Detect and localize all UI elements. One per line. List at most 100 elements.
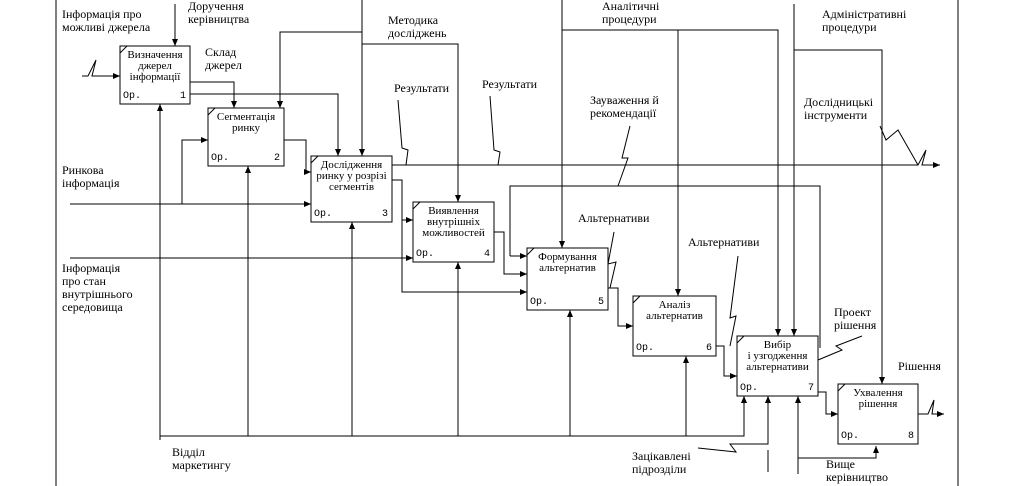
arrow-analitychni-b7 (678, 29, 781, 336)
box-op: Ор. (314, 209, 332, 220)
label-line: Ринкова (62, 163, 104, 177)
box-corner-mark (310, 155, 319, 164)
label-line: Дослідницькі (804, 95, 874, 109)
box-title-line: Формування (538, 251, 597, 263)
arrow-b7-b8 (818, 391, 838, 417)
box-title-line: альтернативи (746, 361, 809, 373)
box-frame (310, 155, 393, 223)
box-frame (119, 45, 191, 105)
box-number: 8 (908, 431, 914, 442)
connectors (70, 0, 944, 474)
arrow-zatsikavleni (697, 396, 771, 453)
box-corner-mark (736, 335, 745, 344)
box-title-line: Сегментація (217, 111, 275, 123)
label-line: Інформація про (62, 7, 142, 21)
box-op: Ор. (841, 431, 859, 442)
box-frame (632, 295, 717, 357)
label-line: Доручення (188, 0, 244, 13)
label-line: Інформація (62, 261, 121, 275)
box-title-line: ринку у розрізі (316, 170, 386, 182)
label-alternatyvy2: Альтернативи (688, 235, 760, 249)
box-title-line: альтернатив (539, 262, 596, 274)
arrow-b2-b3 (284, 139, 311, 175)
label-line: Склад (205, 45, 236, 59)
box-title-line: і узгодження (748, 350, 808, 362)
box-op: Ор. (211, 153, 229, 164)
box-frame (207, 107, 285, 167)
arrow-inf-dzherela (82, 59, 120, 79)
box-title-line: Дослідження (321, 159, 382, 171)
label-line: рішення (834, 318, 877, 332)
activity-boxes: ВизначенняджерелінформаціїОр.1Сегментаці… (119, 45, 919, 445)
box-frame (412, 201, 495, 263)
arrow-b4-b5 (494, 231, 527, 277)
box-number: 6 (706, 343, 712, 354)
label-line: процедури (822, 20, 877, 34)
box-corner-mark (632, 295, 641, 304)
squiggle-zauvazhennia (617, 125, 631, 187)
box-number: 3 (382, 209, 388, 220)
label-line: інструменти (804, 108, 868, 122)
label-line: Адміністративні (822, 7, 907, 21)
arrow-b5-b6 (608, 287, 633, 329)
label-line: Результати (394, 81, 450, 95)
squiggle-alternatyvy2 (729, 255, 739, 347)
label-line: керівництво (826, 470, 888, 484)
box-op: Ор. (530, 297, 548, 308)
arrow-metodyka-b2 (277, 0, 363, 108)
arrow-b6-b7 (716, 345, 737, 379)
label-line: внутрішнього (62, 287, 133, 301)
arrow-admin-b8 (794, 49, 885, 384)
label-line: керівництва (188, 12, 250, 26)
label-line: Проект (834, 305, 872, 319)
box-title-line: сегментів (329, 181, 374, 193)
label-line: Результати (482, 77, 538, 91)
box-corner-mark (837, 383, 846, 392)
arrow-b1-b3 (190, 93, 341, 156)
label-line: про стан (62, 274, 106, 288)
label-line: Альтернативи (578, 211, 650, 225)
label-line: джерел (205, 58, 242, 72)
box-number: 4 (484, 249, 490, 260)
box-title-line: альтернатив (646, 310, 703, 322)
label-line: Альтернативи (688, 235, 760, 249)
label-line: можливі джерела (62, 20, 151, 34)
box-corner-mark (412, 201, 421, 210)
box-op: Ор. (740, 383, 758, 394)
box-title-line: Аналіз (659, 299, 691, 311)
box-frame (526, 247, 609, 311)
arrow-sklad-dzherel (190, 81, 237, 108)
label-line: Аналітичні (602, 0, 660, 13)
box-title-line: Виявлення (428, 205, 479, 217)
box-title-line: ринку (232, 122, 260, 134)
label-line: Вище (826, 457, 855, 471)
arrow-b3-b4 (392, 179, 413, 223)
arrow-rynkova-b2 (70, 137, 208, 205)
squiggle-proekt (817, 335, 863, 361)
box-title-line: внутрішніх (427, 216, 480, 228)
label-line: маркетингу (172, 458, 231, 472)
squiggle-rezultaty1 (397, 99, 409, 166)
squiggle-doslidnytski (879, 125, 919, 166)
box-title-line: Ухвалення (853, 387, 902, 399)
arrow-vyshche-b8 (797, 446, 879, 474)
label-line: Зацікавлені (632, 449, 691, 463)
